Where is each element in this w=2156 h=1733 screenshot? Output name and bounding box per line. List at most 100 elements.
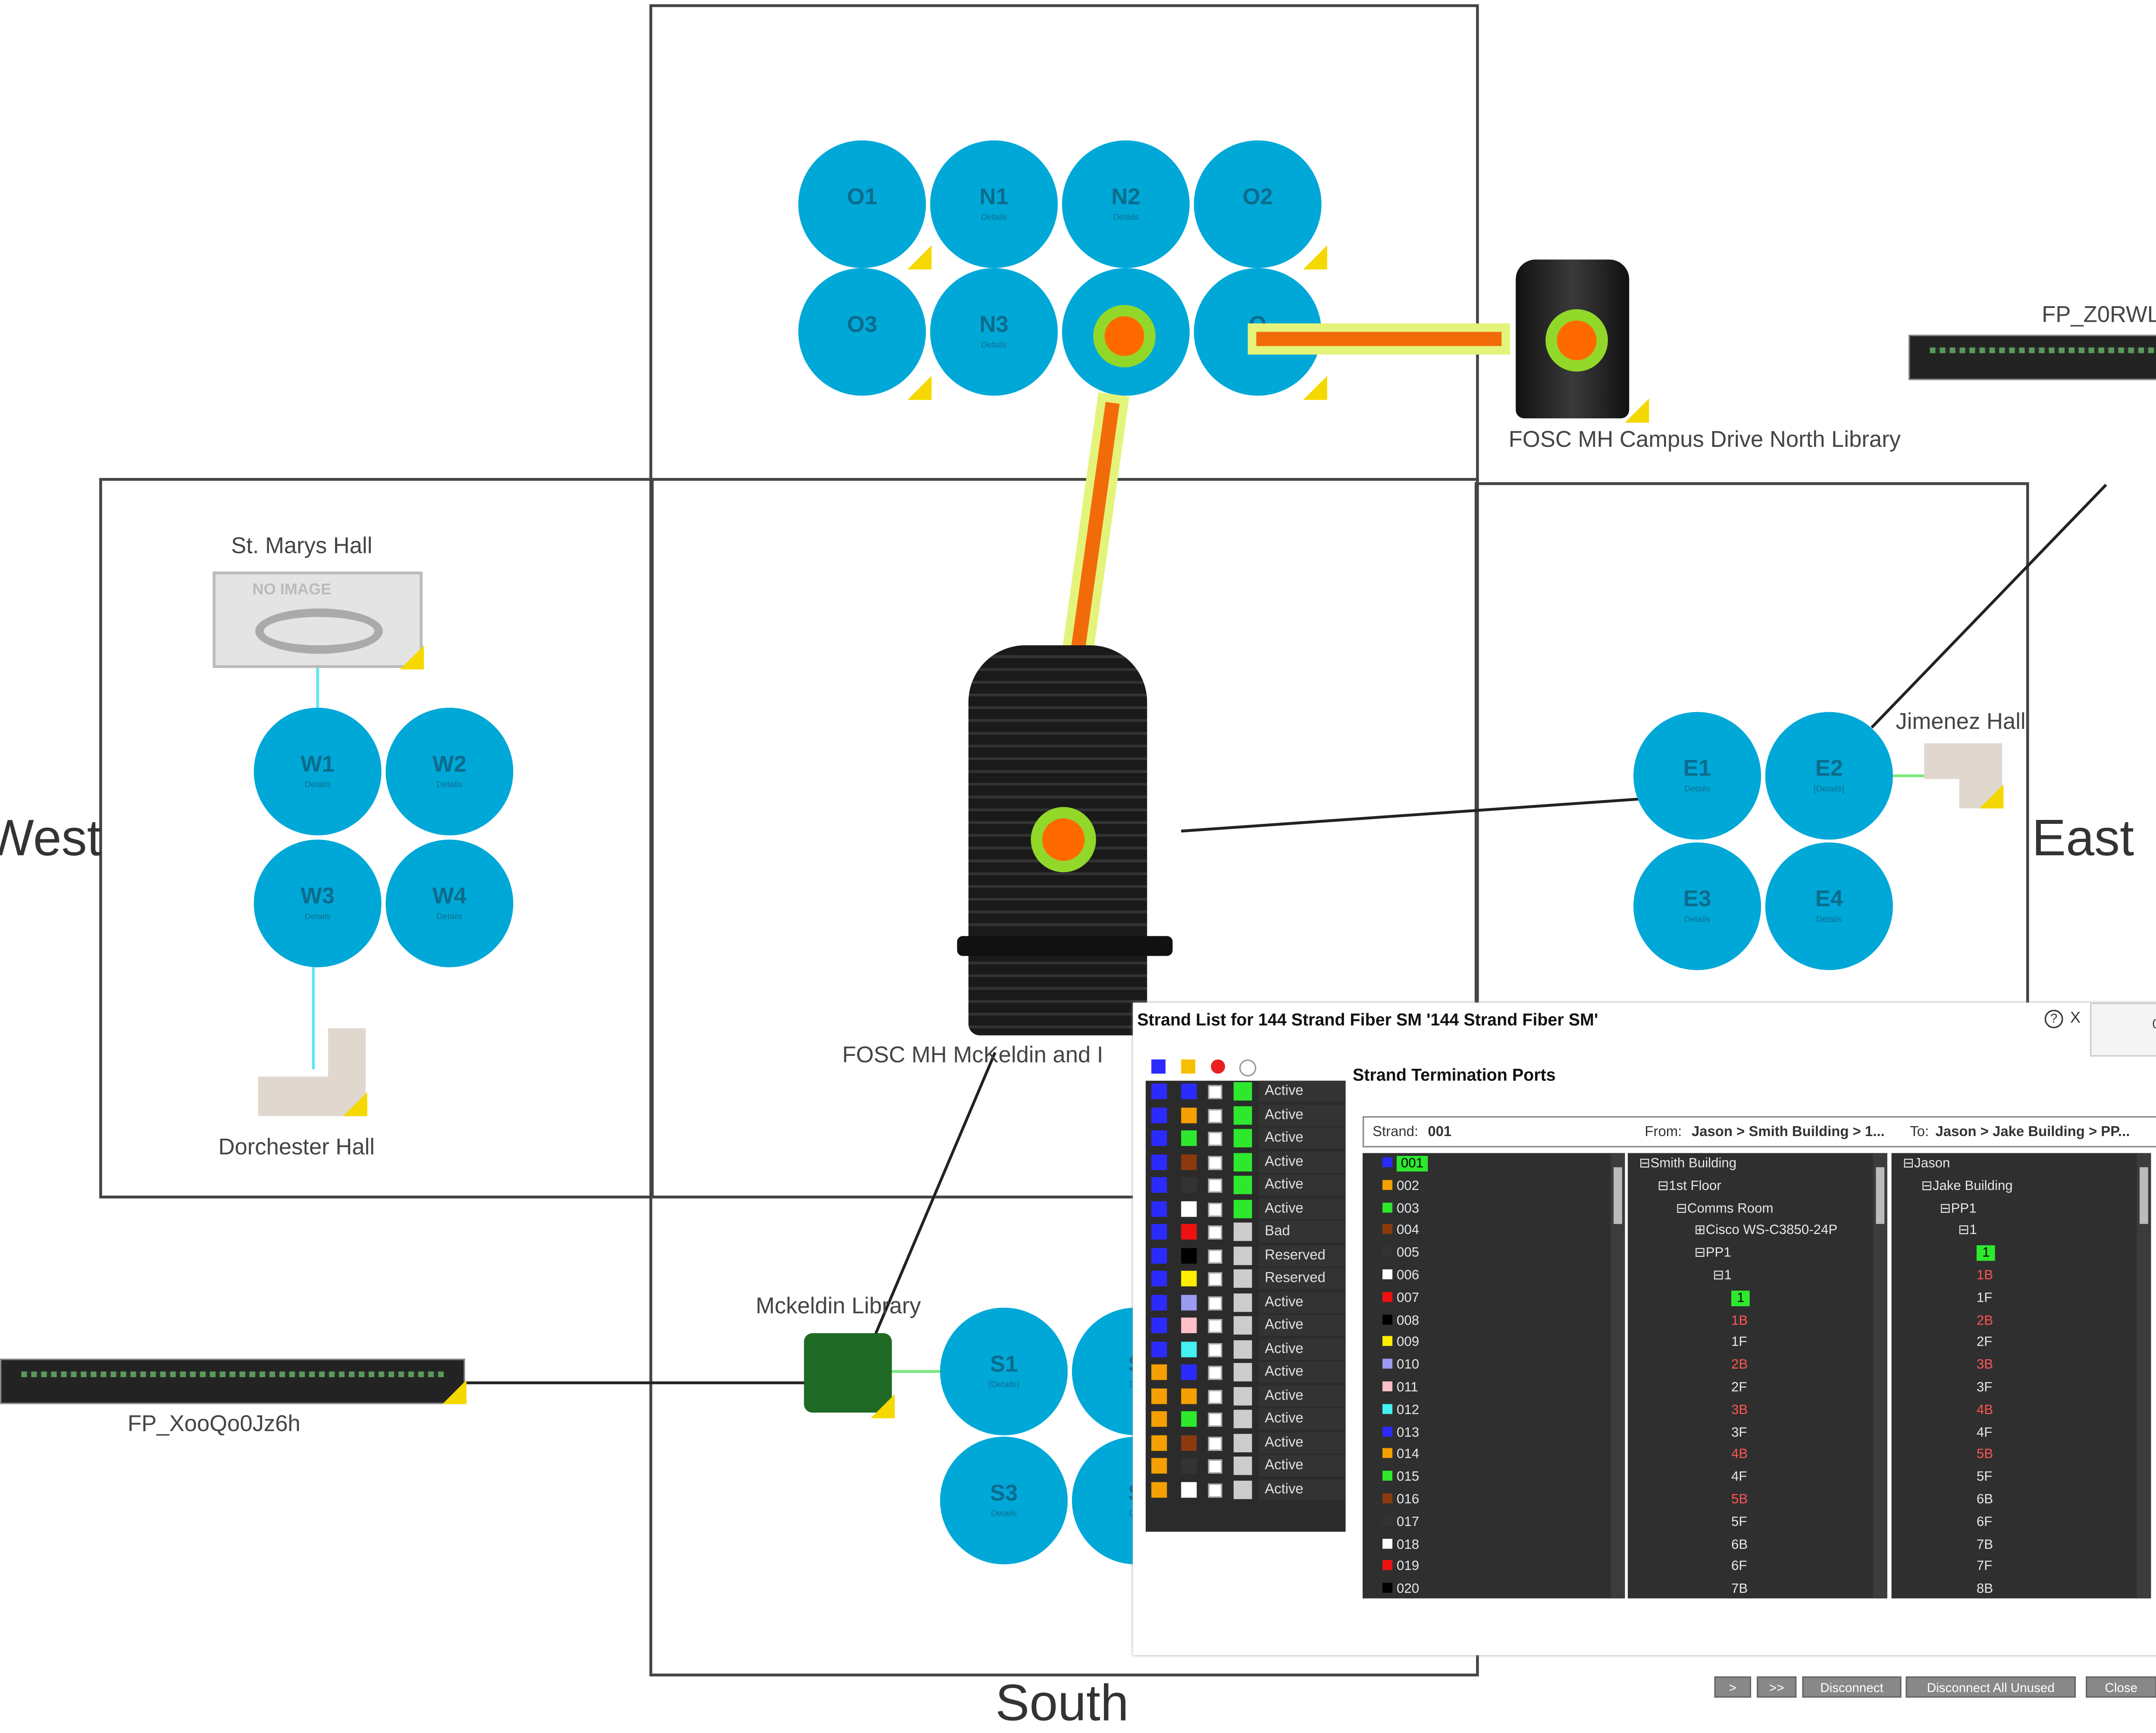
strand-status-row[interactable]: Active (1146, 1338, 1346, 1359)
tree-node[interactable]: 6B (1731, 1537, 1748, 1553)
status-text[interactable]: Active (1259, 1385, 1346, 1406)
tree-node[interactable]: 6F (1976, 1514, 1993, 1530)
splice-node[interactable]: O3 (798, 268, 926, 396)
row-checkbox[interactable] (1208, 1108, 1222, 1123)
row-checkbox[interactable] (1208, 1436, 1222, 1450)
tree-node[interactable]: 1 (1731, 1290, 1750, 1306)
row-checkbox[interactable] (1208, 1319, 1222, 1334)
tree-node[interactable]: 2F (1976, 1335, 1993, 1351)
tree-node[interactable]: ⊟Comms Room (1676, 1200, 1774, 1217)
tree-node[interactable]: ⊟PP1 (1940, 1200, 1977, 1217)
strand-status-row[interactable]: Active (1146, 1361, 1346, 1383)
status-text[interactable]: Active (1259, 1338, 1346, 1359)
strand-status-row[interactable]: Active (1146, 1174, 1346, 1196)
status-text[interactable]: Active (1259, 1127, 1346, 1149)
tree-node[interactable]: 5F (1976, 1469, 1993, 1485)
no-image-placeholder[interactable]: NO IMAGE (213, 571, 423, 668)
strand-row[interactable]: 009 (1382, 1332, 1419, 1355)
status-text[interactable]: Reserved (1259, 1268, 1346, 1290)
status-text[interactable]: Active (1259, 1197, 1346, 1219)
status-text[interactable]: Bad (1259, 1221, 1346, 1243)
strand-row[interactable]: 010 (1382, 1355, 1419, 1378)
strand-termination-ports-panel[interactable]: Strand Termination Ports X Strand: 001 F… (1348, 1056, 2156, 1698)
row-checkbox[interactable] (1208, 1459, 1222, 1474)
tree-node[interactable]: 7B (1731, 1582, 1748, 1598)
strand-status-row[interactable]: Bad (1146, 1221, 1346, 1243)
splice-node[interactable]: E2[Details] (1765, 712, 1893, 840)
tree-node[interactable]: 3F (1976, 1380, 1993, 1396)
strand-status-row[interactable]: Active (1146, 1432, 1346, 1453)
tree-node[interactable]: 2B (1976, 1312, 1993, 1328)
tree-node[interactable]: 2F (1731, 1380, 1747, 1396)
strand-row[interactable]: 004 (1382, 1220, 1419, 1243)
next-button[interactable]: > (1714, 1676, 1752, 1698)
patch-panel[interactable] (1908, 335, 2156, 380)
from-port-tree[interactable]: ⊟Smith Building ⊟1st Floor ⊟Comms Room ⊞Cis… (1627, 1153, 1887, 1598)
last-button[interactable]: >> (1757, 1676, 1797, 1698)
tree-node[interactable]: 5B (1976, 1447, 1993, 1463)
strand-row[interactable]: 020 (1382, 1579, 1419, 1601)
help-icon[interactable]: ? (2044, 1010, 2063, 1029)
row-checkbox[interactable] (1208, 1272, 1222, 1287)
disconnect-all-unused-button[interactable]: Disconnect All Unused (1905, 1676, 2076, 1698)
strand-row[interactable]: 006 (1382, 1265, 1419, 1288)
status-text[interactable]: Active (1259, 1361, 1346, 1383)
tree-node[interactable]: ⊟1st Floor (1658, 1178, 1721, 1194)
strand-row[interactable]: 005 (1382, 1243, 1419, 1265)
tree-node[interactable]: 4F (1976, 1425, 1993, 1441)
strand-row[interactable]: 018 (1382, 1534, 1419, 1557)
row-checkbox[interactable] (1208, 1249, 1222, 1263)
tree-node[interactable]: ⊟Smith Building (1639, 1155, 1737, 1172)
strand-status-row[interactable]: Active (1146, 1104, 1346, 1126)
tree-node[interactable]: 1F (1731, 1335, 1747, 1351)
status-text[interactable]: Active (1259, 1174, 1346, 1196)
splice-node[interactable]: O1 (798, 140, 926, 268)
strand-row[interactable]: 007 (1382, 1287, 1419, 1310)
strand-row[interactable]: 008 (1382, 1310, 1419, 1333)
row-checkbox[interactable] (1208, 1202, 1222, 1216)
strand-status-row[interactable]: Active (1146, 1408, 1346, 1430)
tree-node[interactable]: 7B (1976, 1537, 1993, 1553)
tree-node[interactable]: ⊟1 (1958, 1223, 1977, 1239)
status-text[interactable]: Active (1259, 1408, 1346, 1430)
tree-node[interactable]: 3B (1976, 1357, 1993, 1373)
strand-row[interactable]: 013 (1382, 1422, 1419, 1445)
tree-node[interactable]: 6F (1731, 1559, 1747, 1575)
minimap-badge[interactable]: 0 (2090, 1002, 2156, 1057)
row-checkbox[interactable] (1208, 1132, 1222, 1146)
status-text[interactable]: Active (1259, 1455, 1346, 1477)
tree-node[interactable]: ⊟Jake Building (1921, 1178, 2013, 1194)
tree-node[interactable]: 7F (1976, 1559, 1993, 1575)
strand-row[interactable]: 015 (1382, 1467, 1419, 1490)
tree-node[interactable]: 3F (1731, 1425, 1747, 1441)
strand-row[interactable]: 003 (1382, 1198, 1419, 1221)
strand-status-row[interactable]: Active (1146, 1080, 1346, 1102)
tree-node[interactable]: ⊞Cisco WS-C3850-24P (1694, 1223, 1838, 1239)
link-line[interactable] (461, 1381, 808, 1385)
strand-status-row[interactable]: Active (1146, 1479, 1346, 1500)
tree-node[interactable]: 1B (1976, 1268, 1993, 1284)
strand-status-row[interactable]: Active (1146, 1197, 1346, 1219)
status-text[interactable]: Reserved (1259, 1244, 1346, 1266)
selected-fiber-link[interactable] (1247, 323, 1510, 355)
strand-status-row[interactable]: Active (1146, 1455, 1346, 1477)
strand-row[interactable]: 001 (1382, 1153, 1428, 1176)
row-checkbox[interactable] (1208, 1482, 1222, 1497)
strand-status-row[interactable]: Active (1146, 1385, 1346, 1406)
strand-list-dialog[interactable]: Strand List for 144 Strand Fiber SM '144… (1133, 1002, 2156, 1698)
row-checkbox[interactable] (1208, 1366, 1222, 1380)
status-text[interactable]: Active (1259, 1315, 1346, 1336)
row-checkbox[interactable] (1208, 1178, 1222, 1193)
status-text[interactable]: Active (1259, 1432, 1346, 1453)
tree-node[interactable]: 5B (1731, 1492, 1748, 1508)
strand-status-row[interactable]: Reserved (1146, 1268, 1346, 1290)
tree-node[interactable]: 4B (1731, 1447, 1748, 1463)
